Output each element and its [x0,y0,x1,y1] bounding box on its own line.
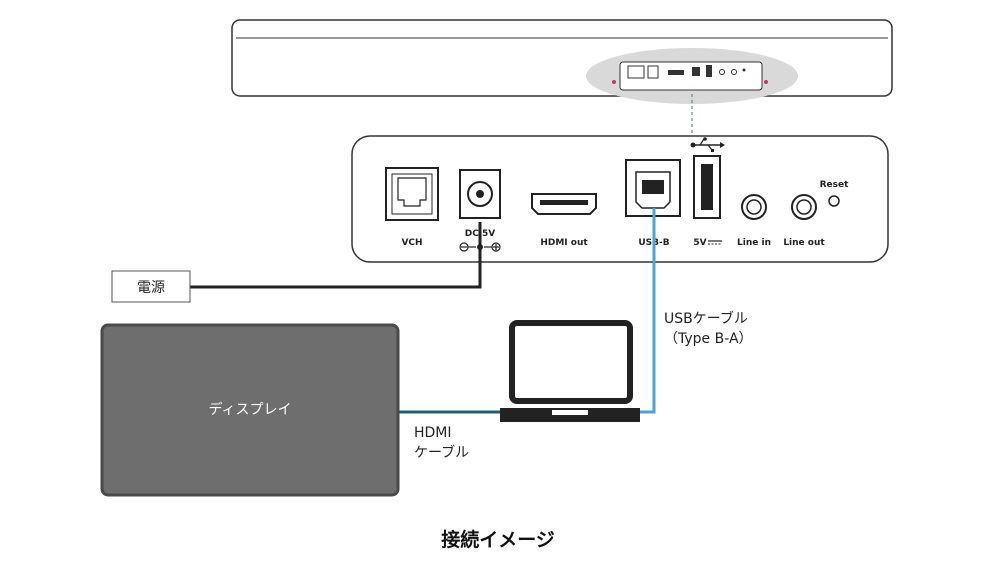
power-cable [190,222,482,289]
label-hdmi-out: HDMI out [540,238,588,248]
label-reset: Reset [820,180,849,190]
dc-symbol-icon [708,240,722,245]
hdmi-cable-label: HDMI [414,425,452,441]
display-label: ディスプレイ [208,401,291,418]
usb-cable-type-label: （Type B-A） [664,331,753,347]
vch-port [385,167,439,221]
hdmi-out-port [531,193,597,215]
usb-b-port [625,159,681,217]
device-top-view [231,19,893,104]
line-in-port [741,194,767,220]
diagram-caption: 接続イメージ [441,528,555,551]
usb-symbol-icon [690,137,725,152]
line-out-port [791,194,817,220]
label-vch: VCH [401,238,422,248]
usb-cable-label: USBケーブル [664,310,748,327]
label-5v: 5V [693,238,706,248]
power-source-label: 電源 [137,280,165,296]
hdmi-cable-type-label: ケーブル [414,444,469,461]
label-line-in: Line in [737,238,771,248]
port-panel: VCH DC 5V HDMI out USB-B 5V Line in Line… [351,135,889,263]
reset-button [828,195,840,207]
power-source: 電源 [111,270,191,303]
label-line-out: Line out [783,238,825,248]
laptop-icon [500,320,640,422]
display: ディスプレイ [100,323,400,497]
usb-a-5v-port [693,155,721,219]
dc-jack-port [459,169,501,219]
